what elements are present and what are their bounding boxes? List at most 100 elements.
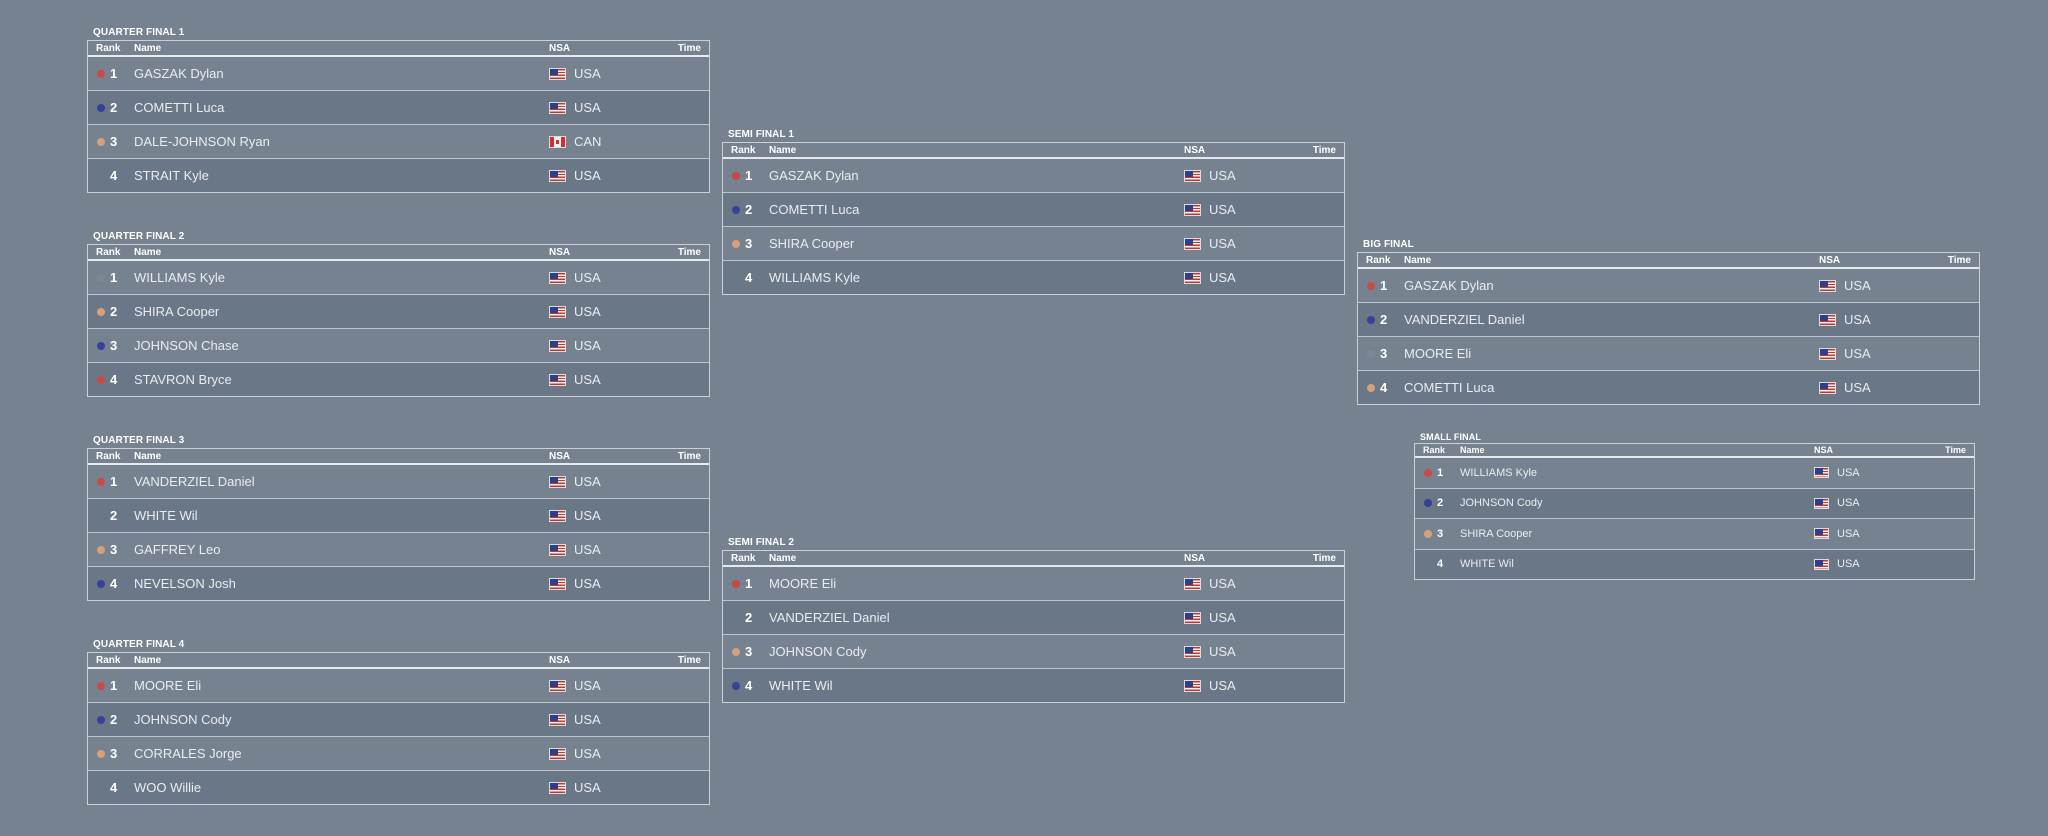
rank-cell: 2 <box>1358 312 1404 327</box>
usa-flag-icon <box>549 781 566 794</box>
position-dot-icon <box>97 137 105 146</box>
rank-number: 1 <box>110 66 118 81</box>
nsa-cell: USA <box>1184 168 1294 183</box>
rank-number: 2 <box>110 100 118 115</box>
rank-number: 4 <box>110 780 118 795</box>
table-row[interactable]: 2 VANDERZIEL Daniel USA <box>723 601 1344 635</box>
nsa-cell: USA <box>549 576 659 591</box>
header-name: Name <box>134 246 162 258</box>
position-dot-icon <box>97 477 105 486</box>
athlete-name: DALE-JOHNSON Ryan <box>134 134 270 149</box>
heat-title: SEMI FINAL 2 <box>728 537 795 548</box>
rank-cell: 1 <box>88 66 134 81</box>
nsa-code: USA <box>574 746 601 761</box>
nsa-cell: USA <box>549 66 659 81</box>
usa-flag-icon <box>549 169 566 182</box>
header-time: Time <box>1947 254 1971 266</box>
usa-flag-icon <box>549 67 566 80</box>
usa-flag-icon <box>1814 558 1829 570</box>
nsa-cell: USA <box>549 168 659 183</box>
heat-title: SMALL FINAL <box>1420 432 1481 442</box>
nsa-code: USA <box>1209 610 1236 625</box>
rank-cell: 3 <box>1415 528 1460 540</box>
rank-cell: 1 <box>88 270 134 285</box>
header-name: Name <box>769 144 797 156</box>
nsa-code: USA <box>1209 576 1236 591</box>
header-nsa: NSA <box>549 42 571 54</box>
usa-flag-icon <box>1184 237 1201 250</box>
nsa-cell: USA <box>549 304 659 319</box>
rank-number: 2 <box>745 610 753 625</box>
rank-number: 4 <box>745 270 753 285</box>
nsa-code: USA <box>574 66 601 81</box>
position-dot-icon <box>1367 315 1375 324</box>
header-name: Name <box>134 42 162 54</box>
usa-flag-icon <box>1184 577 1201 590</box>
nsa-code: USA <box>574 270 601 285</box>
athlete-name: GAFFREY Leo <box>134 542 221 557</box>
usa-flag-icon <box>549 373 566 386</box>
nsa-cell: USA <box>1819 312 1929 327</box>
rank-number: 2 <box>110 508 118 523</box>
usa-flag-icon <box>1184 679 1201 692</box>
rank-cell: 2 <box>88 304 134 319</box>
nsa-cell: USA <box>549 508 659 523</box>
athlete-name: COMETTI Luca <box>134 100 225 115</box>
position-dot-icon <box>1367 349 1375 358</box>
position-dot-icon <box>732 579 740 588</box>
nsa-code: USA <box>1209 202 1236 217</box>
table-row[interactable]: 2 WHITE Wil USA <box>88 499 709 533</box>
nsa-code: USA <box>574 474 601 489</box>
header-name: Name <box>134 654 162 666</box>
athlete-name: WHITE Wil <box>134 508 198 523</box>
nsa-code: USA <box>574 304 601 319</box>
rank-number: 3 <box>110 746 118 761</box>
position-dot-icon <box>97 512 105 520</box>
position-dot-icon <box>97 273 105 282</box>
nsa-code: USA <box>1844 380 1871 395</box>
header-nsa: NSA <box>549 450 571 462</box>
nsa-cell: USA <box>549 746 659 761</box>
header-rank: Rank <box>96 450 121 462</box>
nsa-cell: USA <box>549 270 659 285</box>
nsa-cell: USA <box>549 100 659 115</box>
position-dot-icon <box>1424 529 1432 538</box>
header-time: Time <box>677 450 701 462</box>
athlete-name: VANDERZIEL Daniel <box>134 474 255 489</box>
table-row[interactable]: 2 COMETTI Luca USA <box>88 91 709 125</box>
rank-cell: 2 <box>88 508 134 523</box>
athlete-name: VANDERZIEL Daniel <box>769 610 890 625</box>
